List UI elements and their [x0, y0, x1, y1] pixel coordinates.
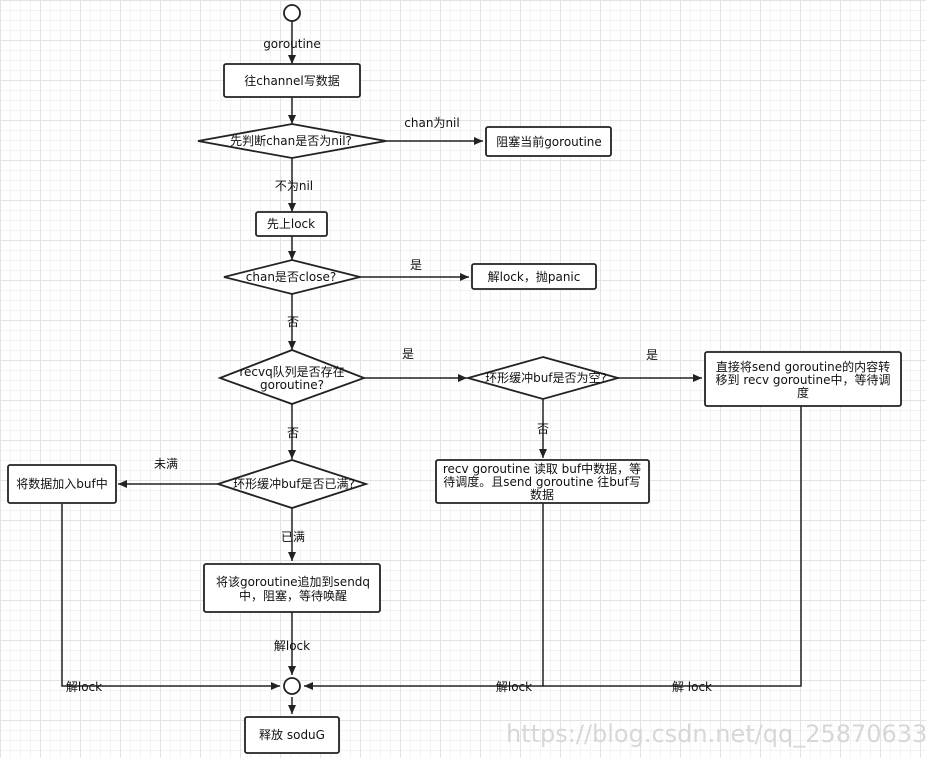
- label-not-nil: 不为nil: [275, 179, 313, 193]
- diamond-recvq-check: [217, 349, 367, 405]
- label-full: 已满: [281, 530, 305, 544]
- diamond-nil-check: [197, 123, 387, 159]
- label-close-yes: 是: [410, 258, 422, 272]
- node-nil-check: 先判断chan是否为nil?: [197, 123, 387, 159]
- node-buf-empty-check: 环形缓冲buf是否为空?: [464, 356, 622, 400]
- node-recv-read: recv goroutine 读取 buf中数据，等 待调度。且send gor…: [435, 459, 650, 504]
- text-enqueue-sendq-line2: 中，阻塞，等待唤醒: [239, 588, 347, 603]
- box-write: [223, 63, 361, 98]
- text-add-to-buf: 将数据加入buf中: [16, 476, 107, 491]
- text-recv-read-line3: 数据: [530, 487, 554, 502]
- text-direct-send-line3: 度: [797, 385, 809, 400]
- edge-labels: goroutine chan为nil 不为nil 是 否 是 是 否 否 未满 …: [66, 37, 712, 694]
- node-lock-first: 先上lock: [255, 211, 328, 237]
- text-recvq-check-line1: recvq队列是否存在: [239, 364, 344, 379]
- edge-direct-merge: [543, 406, 802, 687]
- label-recvq-yes: 是: [402, 347, 414, 361]
- text-recv-read-line1: recv goroutine 读取 buf中数据，等: [443, 461, 641, 476]
- label-chan-nil: chan为nil: [404, 116, 459, 130]
- box-enqueue-sendq: [203, 563, 381, 613]
- merge-node: [283, 677, 301, 695]
- label-unlock-right: 解 lock: [672, 680, 712, 694]
- text-buf-empty-check: 环形缓冲buf是否为空?: [485, 370, 607, 385]
- start-node: [283, 4, 301, 22]
- box-direct-send: [704, 351, 902, 407]
- text-recv-read-line2: 待调度。且send goroutine 往buf写: [443, 474, 641, 489]
- node-close-check: chan是否close?: [223, 259, 361, 295]
- text-direct-send-line1: 直接将send goroutine的内容转: [716, 359, 890, 374]
- text-buf-full-check: 环形缓冲buf是否已满?: [233, 476, 355, 491]
- node-recvq-check: recvq队列是否存在 goroutine?: [217, 349, 367, 405]
- node-write: 往channel写数据: [223, 63, 361, 98]
- watermark: https://blog.csdn.net/qq_25870633: [506, 720, 926, 748]
- text-nil-check: 先判断chan是否为nil?: [230, 133, 352, 148]
- label-empty-yes: 是: [646, 348, 658, 362]
- diamond-buf-empty-check: [464, 356, 622, 400]
- diamond-close-check: [223, 259, 361, 295]
- text-enqueue-sendq-line1: 将该goroutine追加到sendq: [216, 574, 370, 589]
- node-direct-send: 直接将send goroutine的内容转 移到 recv goroutine中…: [704, 351, 902, 407]
- label-close-no: 否: [287, 315, 299, 329]
- label-recvq-no: 否: [287, 426, 299, 440]
- text-lock-first: 先上lock: [267, 217, 315, 231]
- edge-addbuf-merge: [61, 504, 280, 690]
- diamond-buf-full-check: [215, 459, 369, 509]
- node-buf-full-check: 环形缓冲buf是否已满?: [215, 459, 369, 509]
- node-enqueue-sendq: 将该goroutine追加到sendq 中，阻塞，等待唤醒: [203, 563, 381, 613]
- text-write: 往channel写数据: [244, 73, 340, 88]
- edges: [61, 21, 802, 714]
- box-recv-read: [435, 459, 650, 504]
- node-release: 释放 soduG: [244, 716, 340, 754]
- text-recvq-check-line2: goroutine?: [260, 378, 324, 392]
- text-direct-send-line2: 移到 recv goroutine中，等待调: [716, 372, 891, 387]
- text-release: 释放 soduG: [259, 727, 325, 742]
- label-not-full: 未满: [154, 457, 178, 471]
- node-unlock-panic: 解lock，抛panic: [471, 263, 597, 290]
- text-close-check: chan是否close?: [246, 270, 336, 284]
- box-add-to-buf: [7, 464, 117, 504]
- text-block-current: 阻塞当前goroutine: [496, 134, 602, 149]
- box-lock-first: [255, 211, 328, 237]
- label-unlock-mid: 解lock: [496, 680, 532, 694]
- node-add-to-buf: 将数据加入buf中: [7, 464, 117, 504]
- label-unlock-left: 解lock: [66, 680, 102, 694]
- text-unlock-panic: 解lock，抛panic: [488, 269, 581, 284]
- box-release: [244, 716, 340, 754]
- label-unlock-sendq: 解lock: [274, 639, 310, 653]
- node-block-current: 阻塞当前goroutine: [485, 126, 612, 157]
- label-start-goroutine: goroutine: [263, 37, 321, 51]
- box-block-current: [485, 126, 612, 157]
- label-empty-no: 否: [537, 422, 549, 436]
- box-unlock-panic: [471, 263, 597, 290]
